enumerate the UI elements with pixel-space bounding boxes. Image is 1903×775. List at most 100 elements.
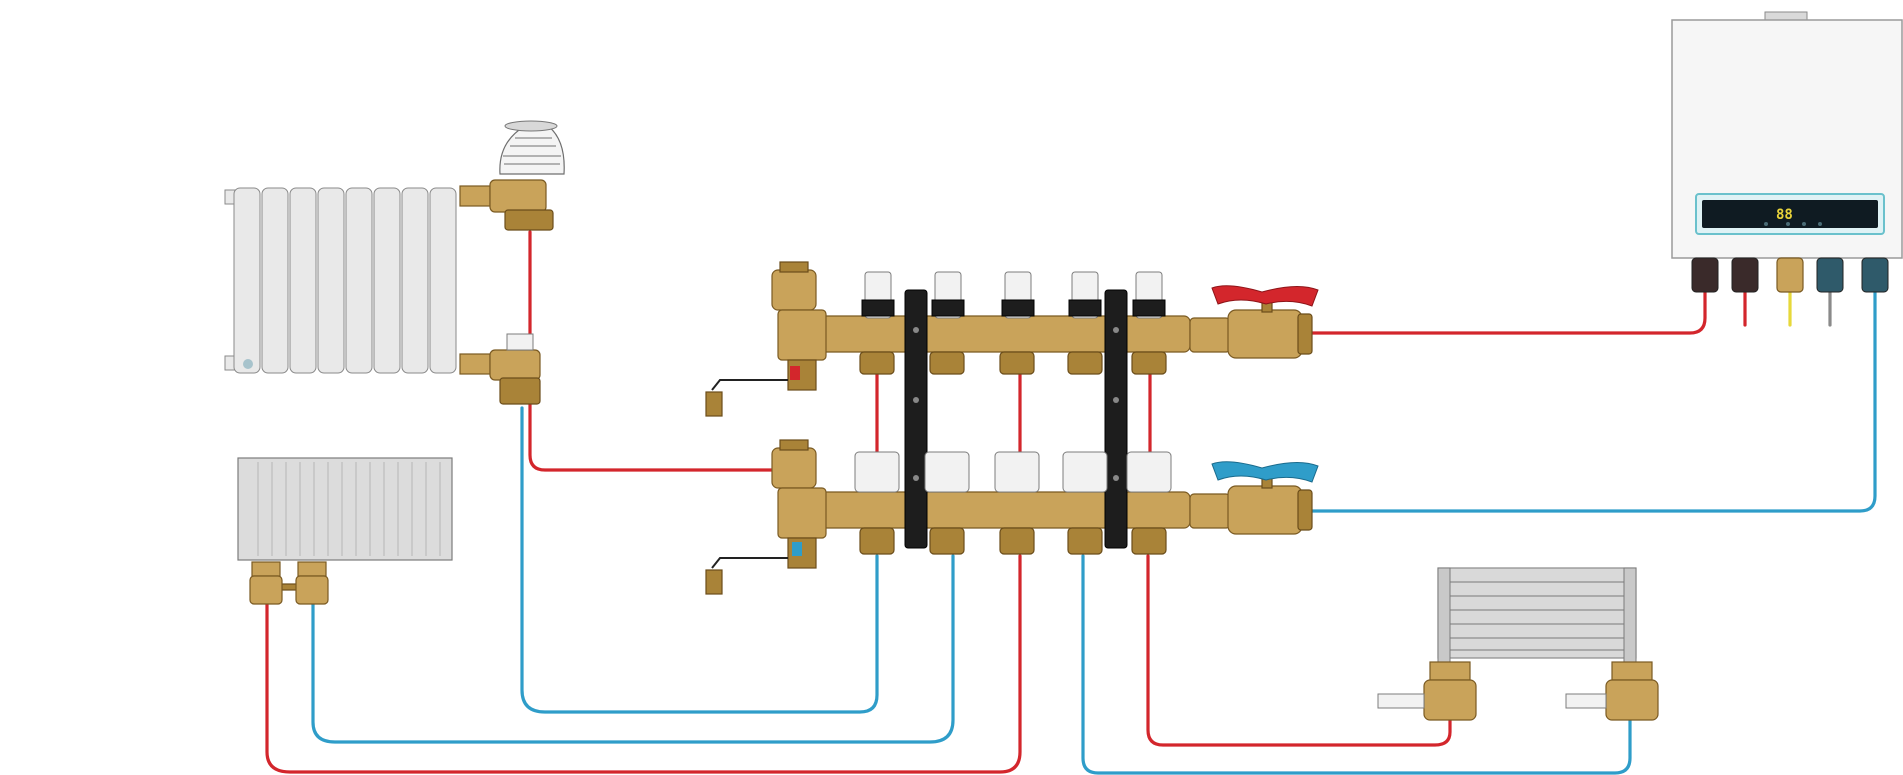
drain-lever	[711, 379, 788, 391]
boiler-button[interactable]	[1802, 222, 1806, 226]
valve-union	[1189, 317, 1231, 353]
end-body	[777, 309, 827, 361]
flow-meter[interactable]	[931, 271, 965, 319]
towel-rail-side	[1437, 567, 1451, 669]
radiator-column	[373, 187, 401, 374]
flow-meter-collar	[1132, 299, 1166, 317]
radiator-columns	[233, 187, 457, 374]
radiator-column	[401, 187, 429, 374]
flow-meters	[861, 271, 1166, 319]
air-vent	[771, 269, 817, 311]
panel-radiator-body	[237, 457, 453, 561]
supply-outlet	[859, 351, 895, 375]
return-outlet	[929, 527, 965, 555]
return-ball-valve[interactable]	[1189, 461, 1319, 535]
drain-indicator-blue	[792, 542, 802, 556]
return-end-fitting	[705, 439, 827, 595]
valve-end	[1297, 489, 1313, 531]
actuator-cap[interactable]	[924, 451, 970, 493]
radiator-column	[233, 187, 261, 374]
panel-radiator-fins	[257, 462, 441, 556]
thermostatic-valve[interactable]	[459, 120, 565, 231]
radiator-vent	[243, 359, 253, 369]
flow-meter[interactable]	[1001, 271, 1035, 319]
return-pipe-column-radiator	[520, 406, 879, 714]
actuator-caps	[854, 451, 1172, 493]
drain-indicator-red	[790, 366, 800, 380]
boiler-buttons	[1764, 222, 1822, 226]
boiler-outlet	[1691, 257, 1719, 293]
valve-body	[1423, 679, 1477, 721]
lockshield-valve[interactable]	[459, 333, 541, 405]
supply-end-fitting	[705, 261, 827, 417]
flow-meter-collar	[861, 299, 895, 317]
valve-body	[1227, 485, 1303, 535]
valve-connector	[251, 561, 281, 577]
return-outlet	[1067, 527, 1103, 555]
return-pipe-towel-rail	[1081, 554, 1632, 775]
air-vent-cap	[779, 439, 809, 451]
supply-ball-valve[interactable]	[1189, 285, 1319, 359]
towel-rail-valve-right[interactable]	[1565, 661, 1659, 721]
panel-radiator-valve-block[interactable]	[249, 561, 329, 605]
return-valve-handle[interactable]	[1211, 461, 1319, 483]
valve-body	[1227, 309, 1303, 359]
supply-outlet	[929, 351, 965, 375]
manifold-bracket-left	[904, 289, 928, 549]
actuator-cap[interactable]	[994, 451, 1040, 493]
return-pipe-panel-radiator	[311, 554, 955, 744]
boiler-button[interactable]	[1764, 222, 1768, 226]
supply-outlets	[859, 351, 1167, 375]
radiator-column	[261, 187, 289, 374]
valve-nut	[249, 575, 283, 605]
actuator-cap[interactable]	[1126, 451, 1172, 493]
flow-meter[interactable]	[861, 271, 895, 319]
bracket-hole	[913, 327, 919, 333]
return-pipe-boiler	[1308, 290, 1877, 513]
bracket-hole	[913, 397, 919, 403]
valve-nut	[504, 209, 554, 231]
supply-pipe-panel-radiator	[265, 554, 1022, 774]
actuator-cap[interactable]	[854, 451, 900, 493]
supply-pipe-boiler	[1308, 290, 1707, 335]
boiler-button[interactable]	[1818, 222, 1822, 226]
bracket-hole	[1113, 327, 1119, 333]
towel-rail-valve-left[interactable]	[1377, 661, 1477, 721]
supply-outlet	[999, 351, 1035, 375]
boiler-button[interactable]	[1786, 222, 1790, 226]
supply-outlet	[1131, 351, 1167, 375]
valve-nut	[1611, 661, 1653, 681]
thermostatic-head[interactable]	[499, 120, 565, 175]
valve-bridge	[279, 583, 299, 591]
boiler-display-readout: 88	[1776, 207, 1793, 223]
valve-nut	[499, 377, 541, 405]
manifold-assembly	[705, 261, 1319, 595]
valve-union	[1189, 493, 1231, 529]
air-vent-cap	[779, 261, 809, 273]
valve-body	[489, 179, 547, 213]
valve-cap	[1377, 693, 1425, 709]
drain-hose-connector[interactable]	[705, 569, 723, 595]
supply-pipe-towel-rail	[1146, 554, 1452, 747]
boiler-outlets	[1691, 257, 1889, 293]
end-body	[777, 487, 827, 539]
drain-lever	[711, 557, 788, 569]
valve-connector	[297, 561, 327, 577]
boiler-outlet	[1776, 257, 1804, 293]
boiler-outlet	[1731, 257, 1759, 293]
valve-body	[459, 185, 491, 207]
lockshield-cap	[506, 333, 534, 351]
towel-rail-side	[1623, 567, 1637, 669]
flow-meter[interactable]	[1132, 271, 1166, 319]
supply-pipe-column-radiator	[528, 230, 777, 472]
supply-valve-handle[interactable]	[1211, 285, 1319, 307]
drain-hose-connector[interactable]	[705, 391, 723, 417]
valve-body	[459, 353, 491, 375]
flow-meter[interactable]	[1068, 271, 1102, 319]
pipes	[265, 230, 1877, 775]
manifold-bracket-right	[1104, 289, 1128, 549]
valve-body	[489, 349, 541, 381]
actuator-cap[interactable]	[1062, 451, 1108, 493]
supply-outlet	[1067, 351, 1103, 375]
